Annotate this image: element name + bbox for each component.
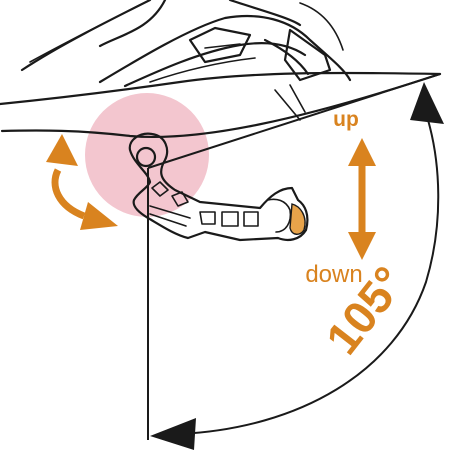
visor-peak-icon [98, 14, 352, 121]
angle-arc-arrow-icon [150, 82, 444, 450]
vertical-double-arrow-icon [348, 138, 376, 260]
helmet-outline-icon [0, 0, 442, 139]
up-label: up [333, 108, 359, 131]
curved-double-arrow-icon [46, 134, 118, 230]
down-label: down [305, 261, 362, 288]
pivot-highlight [85, 93, 209, 217]
helmet-angle-line [147, 73, 441, 169]
chin-guard-bracket-icon [128, 132, 309, 242]
